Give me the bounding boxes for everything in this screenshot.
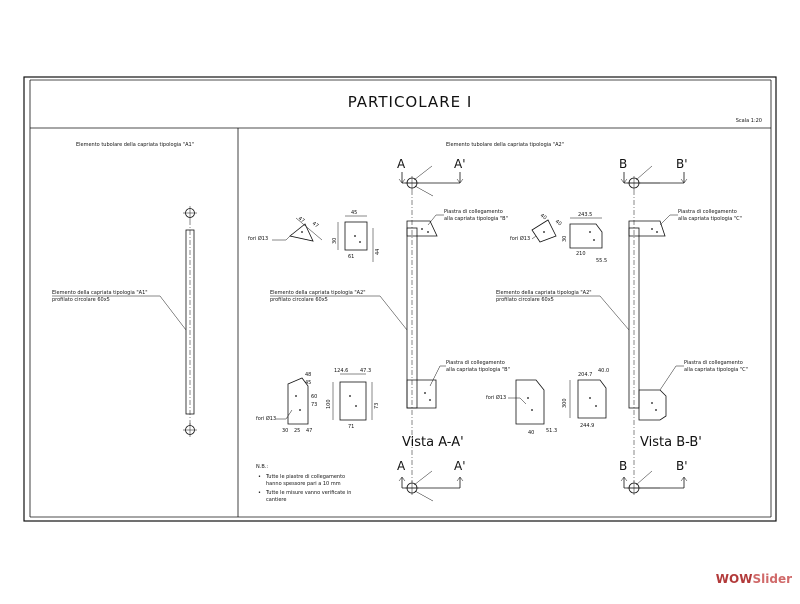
svg-text:47.3: 47.3 — [360, 368, 371, 374]
sheet-scale: Scala 1:20 — [736, 118, 762, 124]
svg-text:30: 30 — [282, 428, 288, 434]
svg-text:73: 73 — [311, 402, 317, 408]
svg-text:A: A — [397, 157, 406, 171]
svg-text:hanno spessore pari a 10 mm: hanno spessore pari a 10 mm — [266, 481, 341, 487]
svg-text:51.3: 51.3 — [546, 428, 557, 434]
section-marker-top-aa: A A' — [397, 157, 466, 197]
svg-text:47: 47 — [311, 221, 320, 230]
aa-plate-bottom-leader — [429, 365, 446, 387]
svg-text:73: 73 — [374, 403, 380, 409]
aa-holes-bottom-leader — [276, 409, 293, 420]
bb-plate-top-line1: Piastra di collegamento — [678, 209, 737, 215]
svg-text:N.B.:: N.B.: — [256, 464, 268, 470]
svg-text:71: 71 — [348, 424, 354, 430]
plate-top-bb — [628, 220, 666, 237]
element-a1-drawing — [183, 206, 197, 437]
aa-detail-bottom: 48 45 60 73 124.6 47.3 100 73 71 30 25 4… — [282, 368, 380, 434]
svg-text:47: 47 — [306, 428, 312, 434]
svg-text:cantiere: cantiere — [266, 497, 286, 503]
view-label-bb: Vista B-B' — [640, 435, 702, 450]
aa-element-line1: Elemento della capriata tipologia "A2" — [270, 290, 366, 296]
aa-holes-bottom-label: fori Ø13 — [256, 415, 276, 422]
aa-plate-bottom-line1: Piastra di collegamento — [446, 360, 505, 366]
bb-plate-bottom-leader — [659, 365, 684, 391]
svg-text:45: 45 — [351, 210, 357, 216]
svg-text:124.6: 124.6 — [334, 368, 348, 374]
svg-text:204.7: 204.7 — [578, 372, 592, 378]
svg-text:•: • — [258, 474, 261, 480]
bb-plate-bottom-line1: Piastra di collegamento — [684, 360, 743, 366]
svg-text:244.9: 244.9 — [580, 423, 594, 429]
bb-holes-bottom-label: fori Ø13 — [486, 394, 506, 401]
svg-text:300: 300 — [562, 398, 568, 408]
bb-plate-bottom-line2: alla capriata tipologia "C" — [684, 367, 748, 373]
svg-text:40: 40 — [554, 219, 563, 228]
sheet-title: PARTICOLARE I — [348, 93, 473, 111]
left-panel-header: Elemento tubolare della capriata tipolog… — [76, 142, 194, 148]
svg-text:243.5: 243.5 — [578, 212, 592, 218]
svg-text:47: 47 — [297, 216, 306, 225]
aa-plate-bottom-line2: alla capriata tipologia "B" — [446, 367, 510, 373]
svg-text:B': B' — [676, 157, 688, 171]
svg-text:40: 40 — [539, 213, 548, 222]
bb-detail-top: 40 40 243.5 210 30 55.5 — [531, 212, 607, 264]
svg-text:Tutte le piastre di collegamen: Tutte le piastre di collegamento — [265, 474, 345, 480]
bb-plate-top-leader — [659, 214, 678, 226]
a1-leader — [52, 295, 187, 331]
bb-element-line2: profilato circolare 60x5 — [496, 297, 554, 303]
svg-text:210: 210 — [576, 251, 586, 257]
svg-text:48: 48 — [305, 372, 311, 378]
svg-text:55.5: 55.5 — [596, 258, 607, 264]
a1-label-line1: Elemento della capriata tipologia "A1" — [52, 290, 148, 296]
svg-text:40.0: 40.0 — [598, 368, 609, 374]
watermark-logo: WOWSlider — [715, 572, 792, 586]
svg-text:Tutte le misure vanno verifica: Tutte le misure vanno verificate in — [265, 490, 351, 496]
aa-plate-top-leader — [427, 214, 444, 226]
bb-element-line1: Elemento della capriata tipologia "A2" — [496, 290, 592, 296]
svg-text:40: 40 — [528, 430, 534, 436]
aa-element-line2: profilato circolare 60x5 — [270, 297, 328, 303]
svg-text:25: 25 — [294, 428, 300, 434]
aa-holes-top-label: fori Ø13 — [248, 235, 268, 242]
notes-block: N.B.: • Tutte le piastre di collegamento… — [256, 464, 351, 503]
plate-bottom-aa — [406, 379, 437, 409]
svg-text:30: 30 — [332, 238, 338, 244]
section-marker-bottom-bb: B B' — [619, 459, 688, 495]
bb-holes-top-leader — [531, 235, 537, 240]
aa-holes-top-leader — [272, 233, 293, 241]
svg-text:44: 44 — [375, 249, 381, 255]
svg-text:61: 61 — [348, 254, 354, 260]
svg-text:B: B — [619, 459, 627, 473]
svg-text:•: • — [258, 490, 261, 496]
svg-text:B': B' — [676, 459, 688, 473]
svg-text:B: B — [619, 157, 627, 171]
bb-element-leader — [496, 295, 630, 331]
svg-text:100: 100 — [326, 399, 332, 409]
sheet-frame — [23, 76, 777, 522]
right-panel-header: Elemento tubolare della capriata tipolog… — [446, 142, 564, 148]
svg-text:A: A — [397, 459, 406, 473]
svg-text:30: 30 — [562, 236, 568, 242]
aa-plate-top-line1: Piastra di collegamento — [444, 209, 503, 215]
plate-bottom-bb — [638, 389, 667, 421]
section-marker-top-bb: B B' — [619, 157, 688, 190]
plate-top-aa — [406, 220, 438, 237]
aa-element-leader — [270, 295, 408, 331]
bb-plate-top-line2: alla capriata tipologia "C" — [678, 216, 742, 222]
svg-text:A': A' — [454, 157, 466, 171]
bb-holes-top-label: fori Ø13 — [510, 235, 530, 242]
section-marker-bottom-aa: A A' — [397, 459, 466, 502]
aa-detail-top: 47 47 45 30 61 44 — [289, 210, 381, 262]
svg-text:A': A' — [454, 459, 466, 473]
view-label-aa: Vista A-A' — [402, 435, 464, 450]
svg-text:45: 45 — [305, 380, 311, 386]
element-a2-tube-bb — [628, 227, 640, 409]
bb-detail-bottom: 204.7 40.0 300 244.9 40 51.3 — [515, 368, 609, 436]
svg-text:60: 60 — [311, 394, 317, 400]
bb-holes-bottom-leader — [508, 397, 527, 405]
aa-plate-top-line2: alla capriata tipologia "B" — [444, 216, 508, 222]
a1-label-line2: profilato circolare 60x5 — [52, 297, 110, 303]
